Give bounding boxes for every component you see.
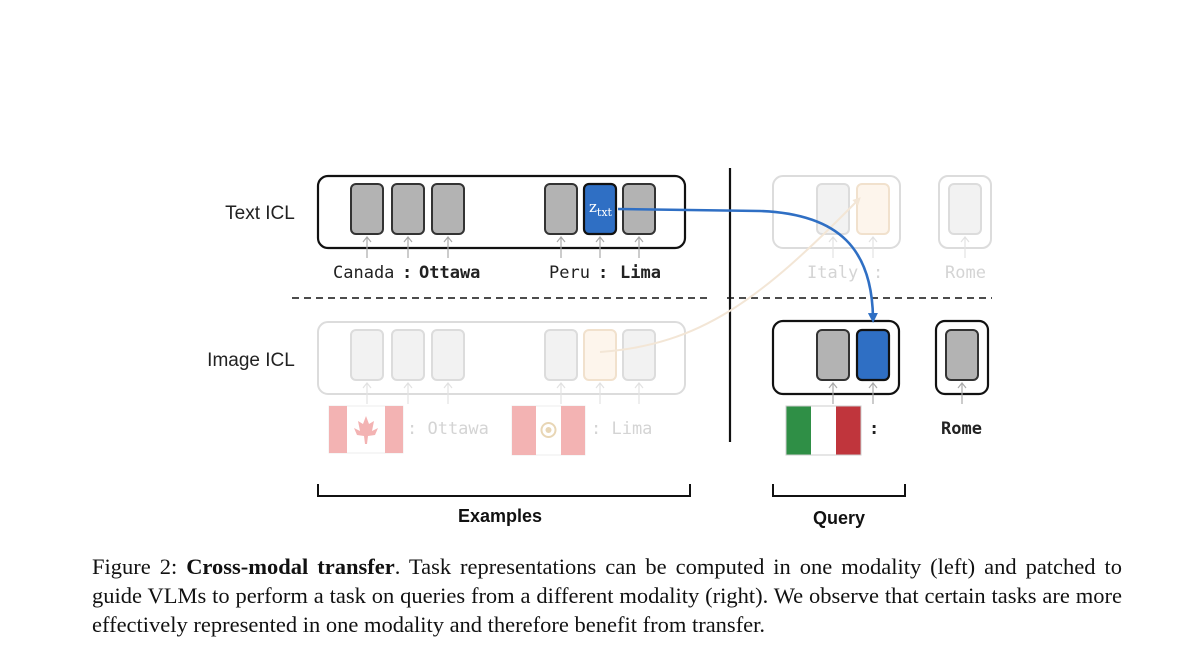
text-query-key-faded: Italy xyxy=(807,263,858,283)
caption-title: Cross-modal transfer xyxy=(186,554,395,579)
token-block xyxy=(431,183,465,235)
text-query-answer-faded: Rome xyxy=(945,263,986,283)
text-query-sep-faded: : xyxy=(873,263,883,283)
query-bracket xyxy=(772,484,906,497)
text-example-1-key: Canada xyxy=(333,263,394,283)
peru-flag-icon xyxy=(511,405,586,456)
caption-body: . Task representations can be computed i… xyxy=(92,554,1122,637)
caption-prefix: Figure 2: xyxy=(92,554,187,579)
token-block-faded-highlight xyxy=(583,329,617,381)
text-example-2-key: Peru xyxy=(549,263,590,283)
token-block-faded xyxy=(431,329,465,381)
token-block-faded xyxy=(948,183,982,235)
token-block xyxy=(544,183,578,235)
faint-transfer-arrow xyxy=(599,197,861,353)
text-example-2-sep: : xyxy=(598,263,608,283)
figure-caption: Figure 2: Cross-modal transfer. Task rep… xyxy=(92,552,1122,639)
image-example-1-value-faded: : Ottawa xyxy=(407,419,489,439)
italy-flag-icon xyxy=(785,405,862,456)
token-block xyxy=(350,183,384,235)
examples-label: Examples xyxy=(458,506,542,526)
transfer-arrow xyxy=(617,207,878,323)
task-vector-token-txt xyxy=(582,182,618,236)
image-example-2-value-faded: : Lima xyxy=(591,419,652,439)
token-block-faded xyxy=(622,329,656,381)
token-block-faded xyxy=(350,329,384,381)
query-label: Query xyxy=(813,508,865,528)
token-block xyxy=(816,329,850,381)
text-example-2-value: Lima xyxy=(620,263,661,283)
token-block-faded-highlight xyxy=(856,183,890,235)
image-query-answer: Rome xyxy=(941,419,982,439)
token-block xyxy=(945,329,979,381)
text-example-1-sep: : xyxy=(402,263,412,283)
row-label-text-icl: Text ICL xyxy=(225,203,295,224)
image-query-sep: : xyxy=(869,419,879,439)
canada-flag-icon xyxy=(328,405,404,454)
examples-bracket xyxy=(317,484,691,497)
task-vector-label: ztxt xyxy=(589,198,613,219)
row-label-image-icl: Image ICL xyxy=(207,350,295,371)
token-block-faded xyxy=(816,183,850,235)
token-block xyxy=(391,183,425,235)
text-token-arrows xyxy=(362,236,644,258)
patched-task-vector-token xyxy=(855,328,891,382)
token-block-faded xyxy=(544,329,578,381)
text-example-1-value: Ottawa xyxy=(419,263,480,283)
token-block-faded xyxy=(391,329,425,381)
